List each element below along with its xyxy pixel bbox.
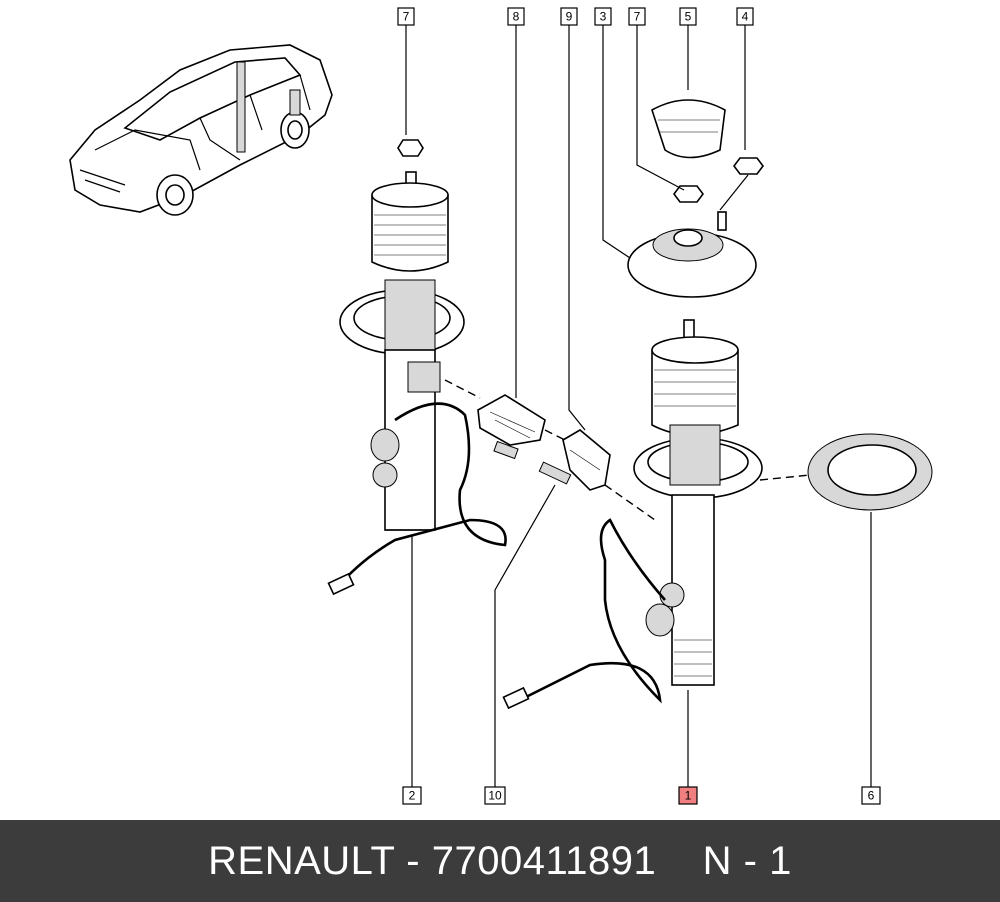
callout-label: 8 [513, 10, 520, 24]
callout-label: 6 [868, 789, 875, 803]
callout-10: 10 [484, 786, 506, 805]
callout-label: 4 [742, 10, 749, 24]
footer-part-number-text: RENAULT - 7700411891 N - 1 [208, 838, 792, 883]
mounting-bracket-8 [477, 394, 546, 460]
callout-label: 7 [403, 10, 410, 24]
strut-assembly-left [327, 139, 507, 596]
callout-7-left: 7 [397, 7, 415, 26]
strut-assembly-right [502, 99, 764, 710]
callout-9: 9 [560, 7, 578, 26]
callout-label: 5 [685, 10, 692, 24]
exploded-parts-diagram: 7 8 9 3 7 5 4 2 10 1 6 [69, 7, 933, 805]
callout-4: 4 [736, 7, 754, 26]
callout-6: 6 [861, 786, 881, 805]
leader-lines [405, 25, 872, 787]
callout-label: 3 [600, 10, 607, 24]
part-number-footer: RENAULT - 7700411891 N - 1 [0, 820, 1000, 902]
callout-8: 8 [507, 7, 525, 26]
callout-label: 7 [634, 10, 641, 24]
callout-label: 2 [409, 789, 416, 803]
callout-5: 5 [679, 7, 697, 26]
callout-7-right: 7 [628, 7, 646, 26]
callout-2: 2 [402, 786, 422, 805]
car-illustration [69, 44, 333, 216]
callout-3: 3 [594, 7, 612, 26]
callout-label: 1 [685, 789, 692, 803]
callout-label: 10 [488, 789, 502, 803]
callout-label: 9 [566, 10, 573, 24]
callout-1: 1 [678, 786, 698, 805]
spring-seat-6 [807, 433, 933, 511]
mounting-bracket-9 [538, 429, 611, 491]
